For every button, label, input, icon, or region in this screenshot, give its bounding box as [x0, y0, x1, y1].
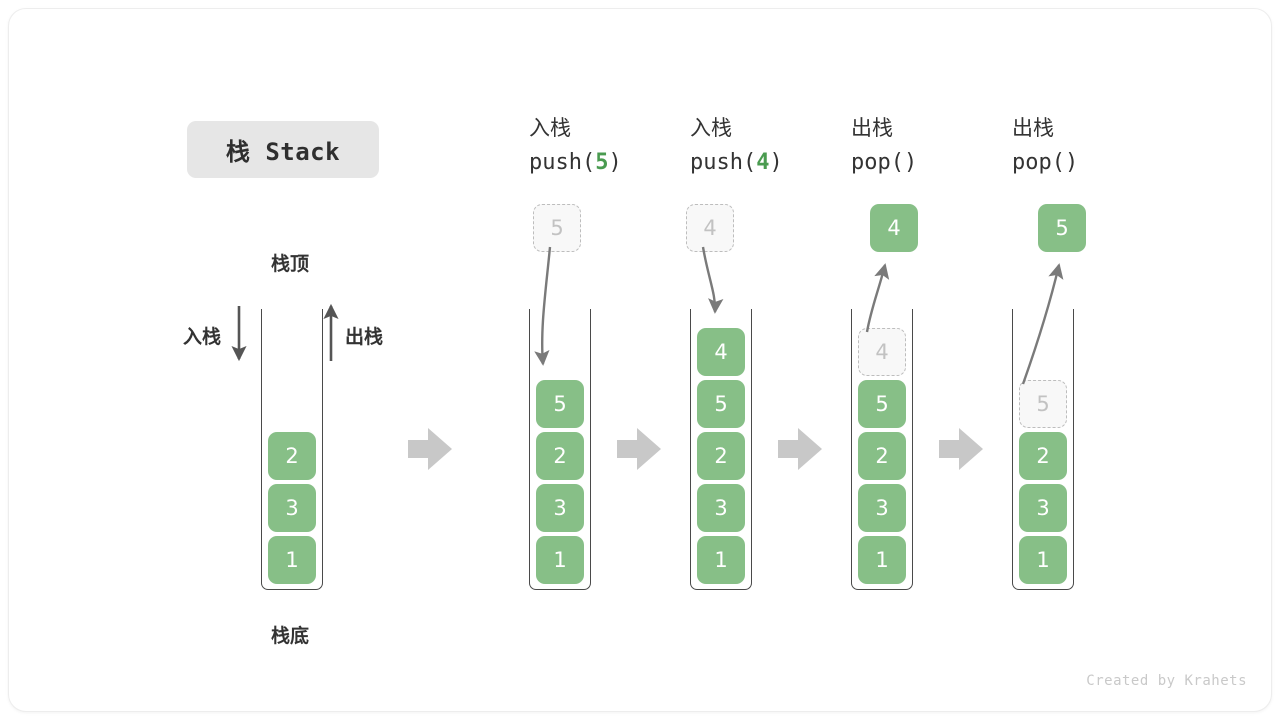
- stack-cell-ghost: 4: [858, 328, 906, 376]
- stack-cell: 3: [858, 484, 906, 532]
- stack-container: [690, 309, 752, 590]
- stack-cell: 1: [536, 536, 584, 584]
- stack-cell: 3: [268, 484, 316, 532]
- stage-caption: 出栈 pop(): [1012, 113, 1182, 179]
- stack-cell: 1: [268, 536, 316, 584]
- stage-caption: 入栈 push(5): [529, 113, 699, 179]
- stage-caption-code: pop(): [851, 150, 918, 176]
- stack-cell: 2: [697, 432, 745, 480]
- stack-cell: 5: [536, 380, 584, 428]
- stack-cell: 3: [536, 484, 584, 532]
- push-direction-label: 入栈: [183, 326, 222, 348]
- stack-container: [529, 309, 591, 590]
- stage-caption-code: push(4): [690, 150, 783, 176]
- step-arrow-icon: [408, 428, 452, 470]
- stack-container: [261, 309, 323, 590]
- stack-cell-ghost: 5: [1019, 380, 1067, 428]
- diagram-canvas: 栈 Stack 栈顶 入栈 出栈 2 3 1 栈底 入栈 push(5) 5 5…: [8, 8, 1272, 712]
- stage-initial: 栈顶 入栈 出栈 2 3 1 栈底: [183, 9, 383, 711]
- stack-bottom-label: 栈底: [270, 625, 309, 647]
- stack-container: [851, 309, 913, 590]
- stack-cell: 2: [268, 432, 316, 480]
- stack-cell: 2: [1019, 432, 1067, 480]
- stack-cell: 3: [1019, 484, 1067, 532]
- stack-cell: 4: [697, 328, 745, 376]
- stage-caption-cn: 入栈: [529, 116, 571, 140]
- page-title: 栈 Stack: [187, 121, 379, 178]
- stage-push-4: 入栈 push(4) 4 4 5 2 3 1: [686, 9, 860, 711]
- stage-caption-cn: 出栈: [851, 116, 893, 140]
- stack-cell: 2: [858, 432, 906, 480]
- stage-pop-2: 出栈 pop() 5 5 2 3 1: [1012, 9, 1182, 711]
- pop-direction-label: 出栈: [345, 326, 384, 348]
- outgoing-cell: 4: [870, 204, 918, 252]
- stage-caption-code: push(5): [529, 150, 622, 176]
- stage-caption-cn: 出栈: [1012, 116, 1054, 140]
- stack-cell: 3: [697, 484, 745, 532]
- stage-caption: 入栈 push(4): [690, 113, 860, 179]
- stack-cell: 1: [1019, 536, 1067, 584]
- stage-caption: 出栈 pop(): [851, 113, 1021, 179]
- stage-caption-code: pop(): [1012, 150, 1079, 176]
- stack-container: [1012, 309, 1074, 590]
- outgoing-cell: 5: [1038, 204, 1086, 252]
- incoming-ghost-cell: 4: [686, 204, 734, 252]
- stack-cell: 1: [858, 536, 906, 584]
- stage-caption-cn: 入栈: [690, 116, 732, 140]
- stage-pop-1: 出栈 pop() 4 4 5 2 3 1: [851, 9, 1021, 711]
- stack-cell: 1: [697, 536, 745, 584]
- incoming-ghost-cell: 5: [533, 204, 581, 252]
- stack-top-label: 栈顶: [270, 253, 309, 275]
- stack-cell: 2: [536, 432, 584, 480]
- stack-cell: 5: [697, 380, 745, 428]
- credit-text: Created by Krahets: [1086, 673, 1247, 689]
- stage-push-5: 入栈 push(5) 5 5 2 3 1: [529, 9, 699, 711]
- stack-cell: 5: [858, 380, 906, 428]
